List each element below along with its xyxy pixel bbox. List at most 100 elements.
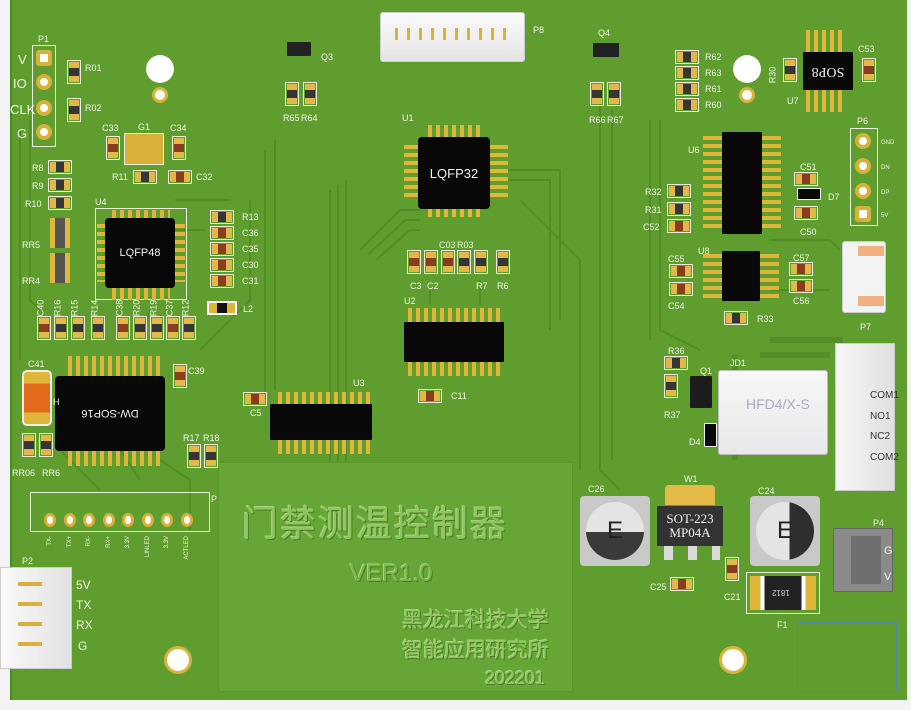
p8-pins [395, 28, 510, 40]
u2-chip [404, 322, 504, 362]
label-u3: U3 [353, 378, 365, 388]
p1-pin [36, 124, 52, 140]
label-c36: C36 [242, 228, 259, 238]
f1-marking: 1812 [772, 588, 790, 597]
label-c3: C3 [410, 281, 422, 291]
p1-pin-label: G [17, 126, 28, 141]
label-c33: C33 [102, 123, 119, 133]
p1-pin-label: IO [13, 76, 27, 91]
capacitor-c41 [22, 370, 52, 426]
label-r63: R63 [705, 68, 722, 78]
label-r11: R11 [112, 172, 128, 182]
eth-pin [161, 513, 173, 527]
p4-socket [851, 536, 881, 584]
label-p6: P6 [857, 116, 869, 126]
capacitor-c56 [789, 279, 813, 293]
u1-lqfp32-chip: LQFP32 [418, 137, 490, 209]
terminal-pin-label: NC2 [870, 431, 891, 442]
resistor-rr6 [39, 433, 53, 457]
fuse-f1-outline [746, 572, 820, 614]
resistor-r63 [675, 66, 699, 80]
q4-transistor [593, 43, 619, 57]
mounting-hole [733, 55, 761, 83]
eth-pin [102, 513, 115, 527]
resistor-r10 [48, 196, 72, 210]
capacitor-c5 [243, 392, 267, 406]
label-c50: C50 [800, 227, 817, 237]
capacitor-c30 [210, 258, 234, 272]
resistor-r6 [496, 250, 510, 274]
label-r31: R31 [645, 205, 662, 215]
resistor-rr06 [22, 433, 36, 457]
label-q1: Q1 [700, 366, 713, 376]
label-c41: C41 [28, 359, 45, 369]
label-r33: R33 [757, 314, 774, 324]
resistor-r03 [457, 250, 471, 274]
mounting-hole [164, 646, 192, 674]
label-r9: R9 [32, 181, 44, 191]
label-c53: C53 [858, 44, 875, 54]
label-u1: U1 [402, 113, 414, 123]
q3-transistor [287, 42, 311, 56]
label-p8: P8 [533, 25, 545, 35]
label-r60: R60 [705, 100, 722, 110]
resistor-r01 [67, 60, 81, 84]
label-h: H [53, 397, 60, 407]
label-r14: R14 [89, 299, 100, 317]
label-c55: C55 [668, 254, 685, 264]
p2-pin-label: G [78, 639, 88, 653]
diode-d4 [704, 423, 717, 447]
label-p4: P4 [873, 518, 885, 528]
label-c35: C35 [242, 244, 259, 254]
resistor-r18 [204, 444, 218, 468]
p4-pin-label: G [884, 545, 893, 557]
label-r65: R65 [283, 113, 300, 123]
resistor-r02 [67, 98, 81, 122]
resistor-r12 [182, 316, 196, 340]
p6-pin [855, 183, 871, 199]
capacitor-c55 [669, 264, 693, 278]
label-d4: D4 [689, 437, 701, 447]
p6-pin [855, 206, 871, 222]
c26-marking: E [586, 502, 644, 560]
label-r12: R12 [180, 299, 191, 317]
capacitor-c40 [37, 316, 51, 340]
inductor-l2 [207, 301, 237, 315]
label-c26: C26 [588, 484, 605, 494]
label-p2: P2 [22, 556, 34, 566]
label-r62: R62 [705, 52, 722, 62]
label-c31: C31 [242, 276, 259, 286]
capacitor-c35 [210, 242, 234, 256]
label-f1: F1 [777, 620, 788, 630]
resistor-r65 [285, 82, 299, 106]
label-c51: C51 [800, 162, 817, 172]
label-p1: P1 [38, 34, 50, 44]
via-hole [152, 87, 168, 103]
eth-pin-label: 3.3V [164, 536, 170, 549]
p1-pin-label: V [18, 52, 27, 67]
capacitor-c03 [441, 250, 455, 274]
label-c38: C38 [114, 299, 125, 317]
label-u8: U8 [698, 246, 710, 256]
fuse-f1 [750, 576, 816, 610]
relay-model: HFD4/X-S [746, 396, 810, 412]
label-w1: W1 [684, 474, 698, 484]
label-d7: D7 [828, 192, 840, 202]
p6-pin-label: GND [881, 140, 895, 146]
u4-lqfp48-chip: LQFP48 [105, 218, 175, 288]
label-r13: R13 [242, 212, 259, 222]
label-r30: R30 [767, 66, 778, 84]
label-c24: C24 [758, 486, 775, 496]
capacitor-c21 [725, 557, 739, 581]
p1-pin [36, 100, 52, 116]
eth-header [30, 492, 210, 532]
capacitor-c52 [667, 219, 691, 233]
resistor-r14 [91, 316, 105, 340]
resistor-r60 [675, 98, 699, 112]
capacitor-c39 [173, 364, 187, 388]
capacitor-c57 [789, 262, 813, 276]
label-c34: C34 [170, 123, 187, 133]
org-line1: 黑龙江科技大学 [402, 609, 549, 632]
u3-chip [270, 404, 372, 440]
label-r01: R01 [85, 63, 102, 73]
